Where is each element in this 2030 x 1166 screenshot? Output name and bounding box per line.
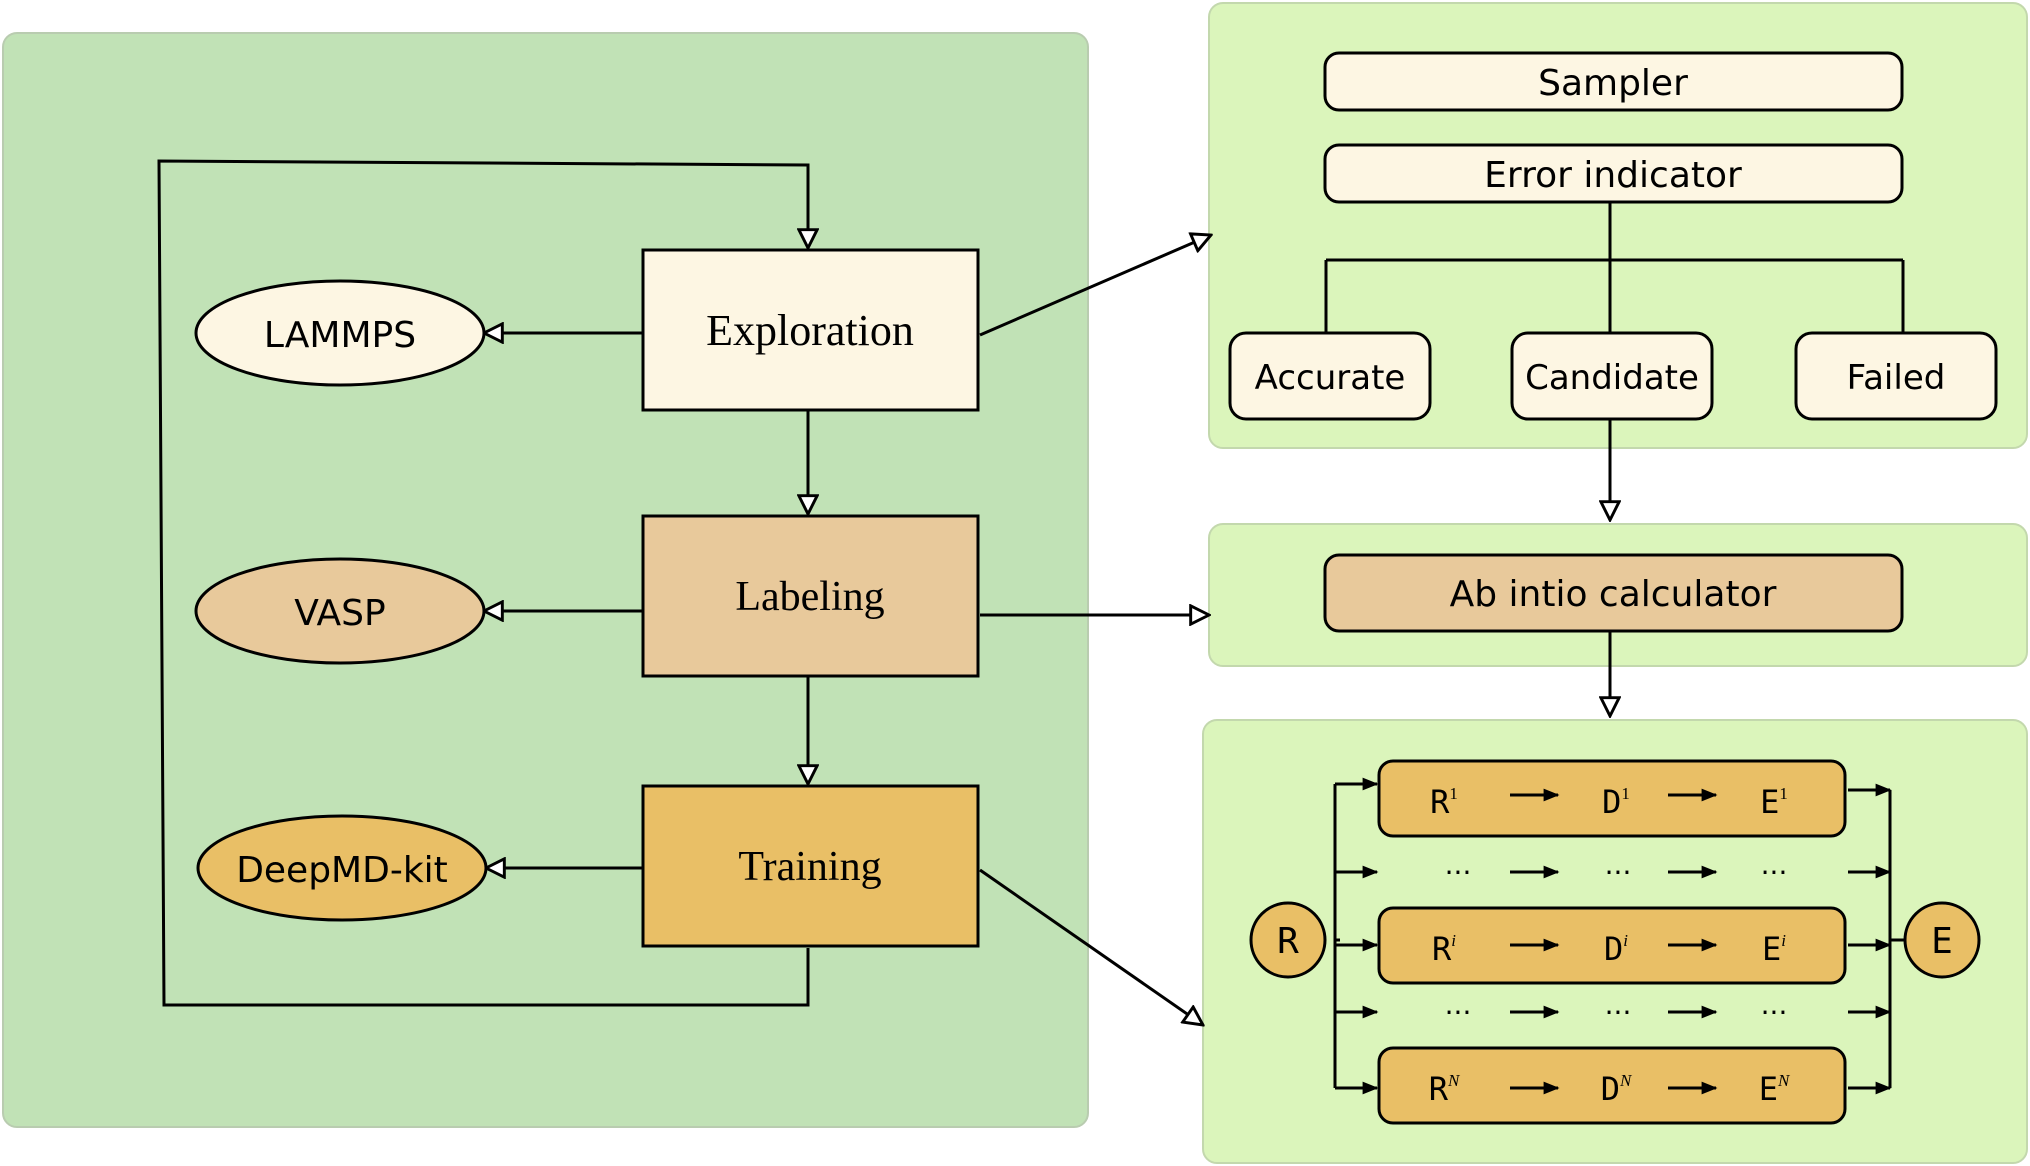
trainer-connectors [1333, 777, 1905, 1095]
lammps-label: LAMMPS [264, 315, 416, 356]
exploration-to-explorer-panel-arrow [979, 235, 1211, 337]
output-circle: E [1903, 901, 1981, 979]
ellipsis-row-2: ··· ··· ··· [1445, 996, 1788, 1029]
row1-d-label: D1 [1602, 783, 1630, 821]
training-label: Training [738, 844, 881, 890]
output-label: E [1931, 921, 1953, 962]
vasp-ellipse: VASP [194, 557, 486, 665]
explorer-tree-lines [1324, 202, 1905, 334]
rown-r-label: RN [1429, 1070, 1461, 1108]
rowi-d-label: Di [1604, 930, 1628, 968]
failed-label: Failed [1847, 358, 1946, 398]
ellipsis-1b: ··· [1605, 856, 1632, 889]
sampler-box: Sampler [1323, 51, 1904, 112]
exploration-label: Exploration [706, 306, 914, 355]
ellipsis-2c: ··· [1761, 996, 1788, 1029]
error-indicator-label: Error indicator [1484, 155, 1742, 196]
vasp-label: VASP [294, 593, 386, 634]
calculator-box: Ab intio calculator [1323, 553, 1904, 633]
input-circle: R [1249, 901, 1327, 979]
row1-r-label: R1 [1430, 783, 1458, 821]
rown-d-label: DN [1601, 1070, 1633, 1108]
accurate-label: Accurate [1255, 358, 1406, 398]
accurate-box: Accurate [1228, 331, 1432, 421]
exploration-box: Exploration [641, 248, 980, 412]
labeling-label: Labeling [735, 574, 884, 620]
input-label: R [1277, 921, 1299, 962]
lammps-ellipse: LAMMPS [194, 279, 486, 387]
model-row-i: Ri Di Ei [1377, 906, 1847, 985]
ellipsis-2b: ··· [1605, 996, 1632, 1029]
labeling-box: Labeling [641, 514, 980, 678]
model-row-n: RN DN EN [1377, 1046, 1847, 1125]
candidate-label: Candidate [1525, 358, 1699, 398]
ellipsis-2a: ··· [1445, 996, 1472, 1029]
rowi-e-label: Ei [1762, 930, 1786, 968]
row1-e-label: E1 [1760, 783, 1788, 821]
ellipsis-1c: ··· [1761, 856, 1788, 889]
ellipsis-1a: ··· [1445, 856, 1472, 889]
failed-box: Failed [1794, 331, 1998, 421]
workflow-connectors [157, 159, 1211, 1025]
rowi-r-label: Ri [1432, 930, 1456, 968]
deepmd-ellipse: DeepMD-kit [196, 814, 488, 922]
deepmd-label: DeepMD-kit [236, 850, 448, 891]
error-indicator-box: Error indicator [1323, 143, 1904, 204]
candidate-box: Candidate [1510, 331, 1714, 421]
model-row-1: R1 D1 E1 [1377, 759, 1847, 838]
loop-arrow [157, 159, 808, 1007]
training-to-trainer-panel-arrow [979, 868, 1203, 1025]
sampler-label: Sampler [1538, 63, 1688, 104]
training-box: Training [641, 784, 980, 948]
rown-e-label: EN [1759, 1070, 1791, 1108]
ellipsis-row-1: ··· ··· ··· [1445, 856, 1788, 889]
calculator-label: Ab intio calculator [1450, 574, 1777, 615]
